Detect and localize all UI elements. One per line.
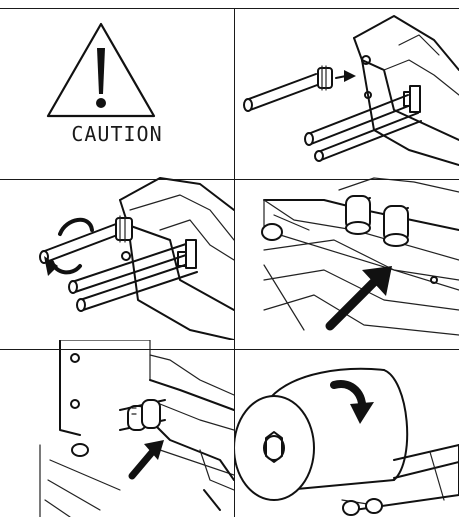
shaft-insert-illustration (243, 15, 459, 166)
vertical-divider (234, 8, 235, 517)
paper-roll-illustration (234, 367, 459, 516)
warning-triangle-icon (46, 22, 156, 118)
outer-top-rule (0, 8, 459, 9)
step-roller-insert (0, 340, 234, 517)
paper-guide-illustration (261, 177, 459, 336)
caution-label: CAUTION (71, 122, 163, 146)
caution-panel: CAUTION (0, 0, 234, 170)
roller-insert-illustration (39, 340, 234, 517)
step-paper-roll (234, 340, 459, 517)
row-divider-2 (0, 349, 459, 350)
step-paper-guide (234, 170, 459, 340)
roller-arrow-up-right (128, 446, 158, 480)
step-shaft-rotate (0, 170, 234, 340)
step-shaft-insert (234, 0, 459, 170)
arrow-up-right (325, 275, 381, 331)
row-divider-1 (0, 179, 459, 180)
shaft-rotate-illustration (39, 177, 234, 340)
arrow-rotate (58, 218, 94, 236)
